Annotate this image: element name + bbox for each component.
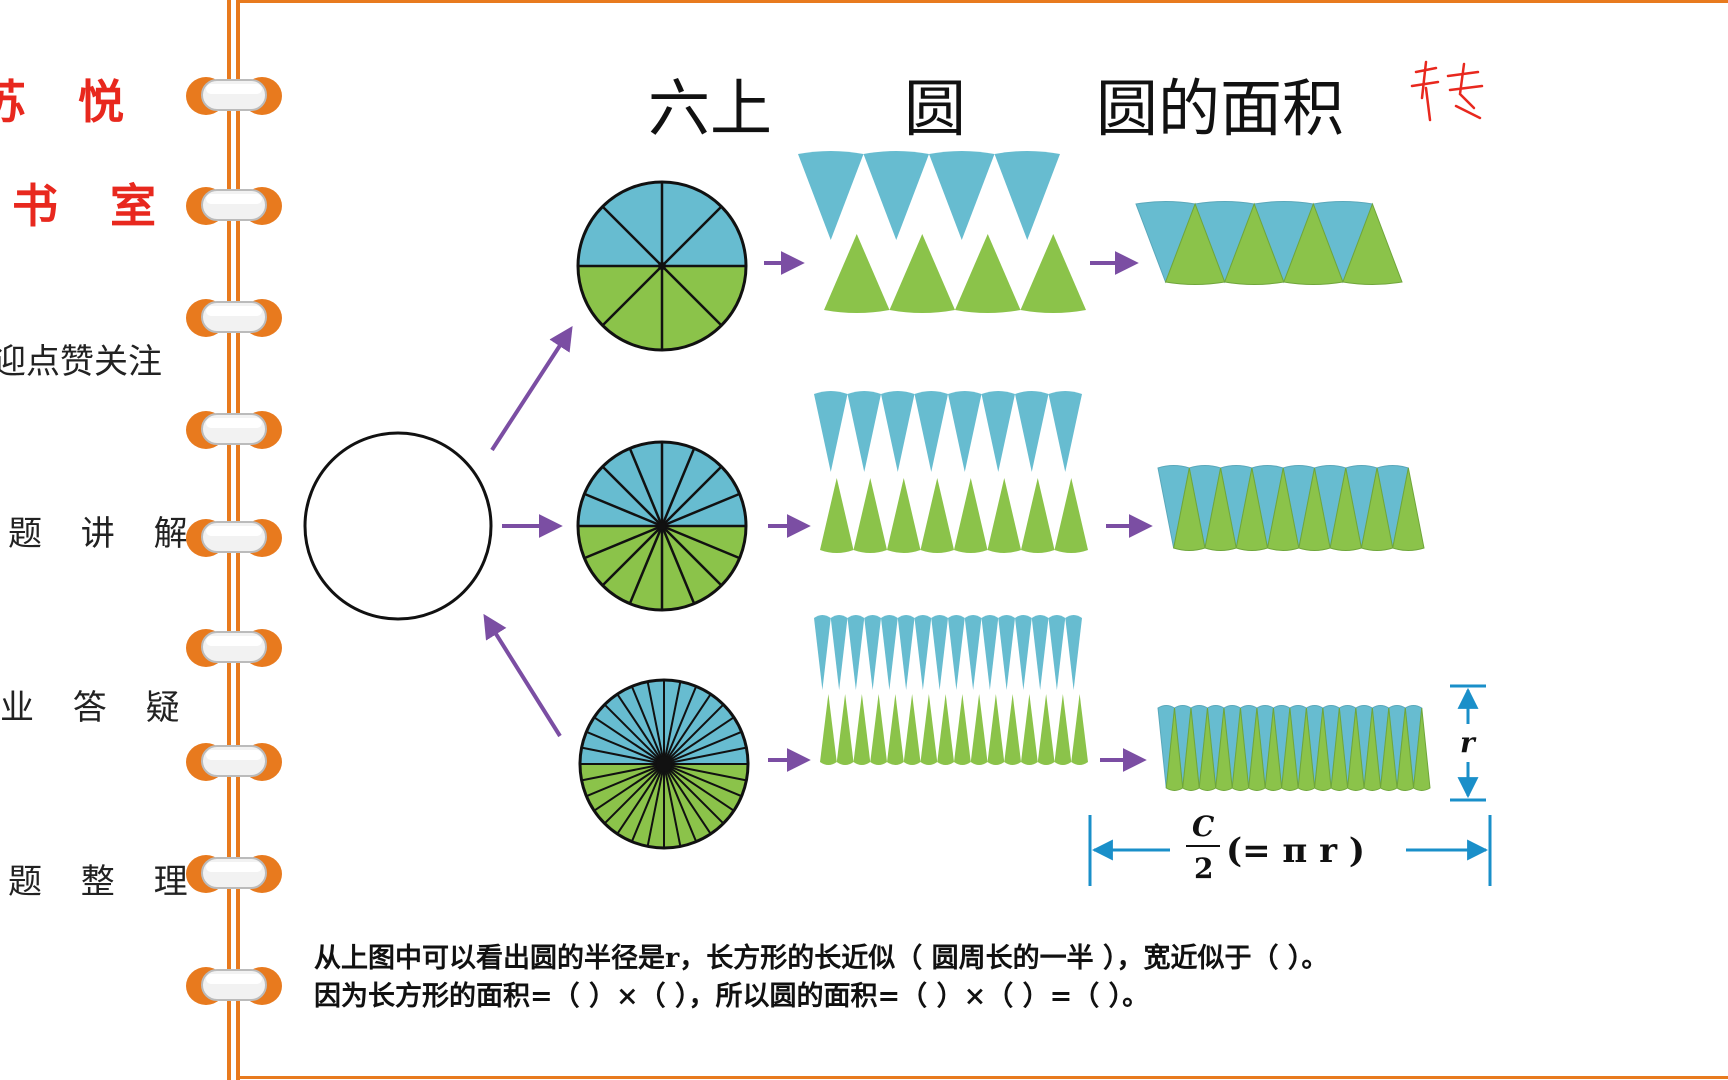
binder-ring-5	[184, 516, 284, 560]
menu-item-organize[interactable]: 题 整 理	[8, 862, 202, 902]
rect-length-numerator: C	[1192, 810, 1215, 843]
separated-pieces-16	[814, 391, 1088, 553]
sector-pieces	[798, 151, 1088, 765]
approx-rectangle-16	[1157, 465, 1425, 551]
question-line-2: 因为长方形的面积=（ ）×（ ），所以圆的面积=（ ）×（ ）=（ ）。	[314, 981, 1150, 1012]
circle-area-diagram: r C 2 (= π r )	[303, 151, 1492, 886]
sector-circle-32	[578, 678, 750, 850]
approx-rectangle-8	[1135, 201, 1403, 285]
brand-line-2: 书 室	[12, 179, 175, 233]
approx-rectangle-32	[1157, 705, 1431, 791]
brand-line-1: 苏 悦	[0, 75, 143, 129]
sector-circles	[576, 180, 750, 850]
question-line-1: 从上图中可以看出圆的半径是r，长方形的长近似（ 圆周长的一半 ），宽近似于（ ）…	[314, 943, 1329, 974]
binder-ring-8	[184, 852, 284, 896]
binder-ring-4	[184, 408, 284, 452]
binder-ring-7	[184, 740, 284, 784]
menu-item-explain[interactable]: 题 讲 解	[8, 514, 202, 554]
rect-height-dimension	[1450, 684, 1486, 802]
sector-circle-16	[576, 440, 748, 612]
rect-length-paren: (= π r )	[1226, 831, 1365, 871]
arrow-from-circle-32	[483, 613, 562, 738]
binder-ring-2	[184, 184, 284, 228]
sector-circle-8	[576, 180, 748, 352]
frame-bottom-border	[236, 1076, 1728, 1079]
menu-item-follow[interactable]: 迎点赞关注	[0, 342, 162, 382]
binder-ring-1	[184, 74, 284, 118]
frame-top-border	[236, 0, 1728, 3]
arrow-to-circle-8	[490, 325, 573, 452]
binder-ring-9	[184, 964, 284, 1008]
title-lesson: 圆的面积	[1096, 72, 1345, 145]
title-grade: 六上	[648, 72, 773, 145]
separated-pieces-32	[814, 615, 1088, 765]
rect-height-label: r	[1460, 726, 1477, 759]
rect-length-dimension	[1088, 815, 1492, 886]
purple-arrows	[483, 251, 1153, 772]
separated-pieces-8	[798, 151, 1086, 313]
rect-length-denominator: 2	[1194, 852, 1213, 885]
menu-item-qa[interactable]: 业 答 疑	[0, 688, 194, 728]
binder-ring-3	[184, 296, 284, 340]
binder-ring-6	[184, 626, 284, 670]
handwritten-note-mark	[1410, 60, 1484, 122]
approx-rectangles	[1135, 201, 1431, 791]
title-unit: 圆	[904, 72, 967, 145]
source-circle	[303, 431, 493, 621]
